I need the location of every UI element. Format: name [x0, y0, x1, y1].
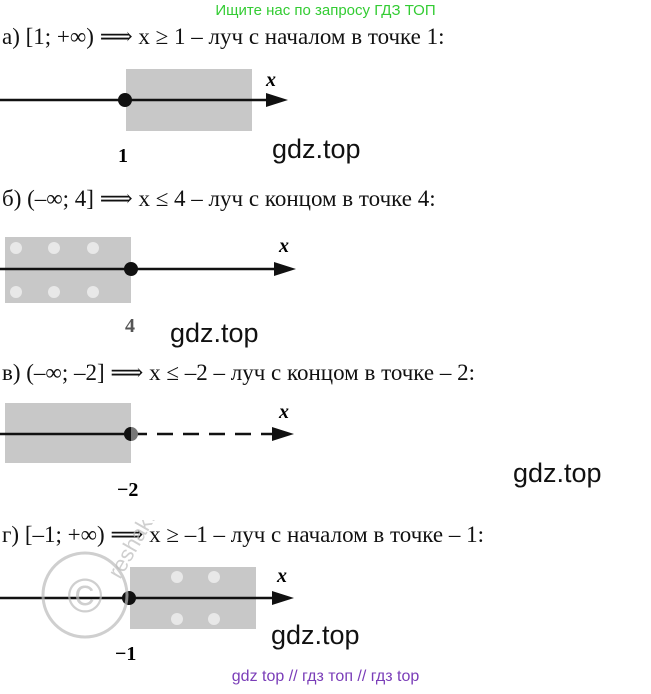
item-b-text: б) (–∞; 4] ⟹ x ≤ 4 – луч с концом в точк… — [2, 186, 436, 211]
watermark-4: gdz.top — [271, 620, 360, 650]
bottom-banner[interactable]: gdz top // гдз топ // гдз top — [231, 668, 420, 685]
number-line-c: x −2 — [0, 401, 294, 501]
watermark-1: gdz.top — [272, 134, 361, 164]
top-banner[interactable]: Ищите нас по запросу ГДЗ ТОП — [215, 2, 436, 19]
point-label: 1 — [118, 145, 128, 167]
point-label: −1 — [115, 643, 136, 665]
arrow-head — [266, 93, 288, 107]
number-line-a: x 1 — [0, 69, 288, 167]
axis-letter: x — [265, 69, 276, 91]
point-marker — [122, 591, 136, 605]
arrow-head — [272, 591, 294, 605]
item-d-text: г) [–1; +∞) ⟹ x ≥ –1 – луч с началом в т… — [2, 522, 484, 547]
item-c-text: в) (–∞; –2] ⟹ x ≤ –2 – луч с концом в то… — [2, 360, 475, 385]
shade-dots — [10, 242, 99, 298]
point-marker — [118, 93, 132, 107]
watermark-2: gdz.top — [170, 318, 259, 348]
axis-letter: x — [276, 565, 287, 587]
axis-letter: x — [278, 235, 289, 257]
watermark-3: gdz.top — [513, 458, 602, 488]
shade-dots — [171, 571, 220, 625]
point-marker — [124, 262, 138, 276]
item-a-text: а) [1; +∞) ⟹ x ≥ 1 – луч с началом в точ… — [2, 24, 445, 49]
axis-letter: x — [278, 401, 289, 423]
point-label: −2 — [117, 479, 138, 501]
number-line-d: x −1 — [0, 565, 294, 665]
number-line-b: x 4 — [0, 235, 296, 337]
point-label: 4 — [125, 315, 135, 337]
arrow-head — [272, 427, 294, 441]
arrow-head — [274, 262, 296, 276]
